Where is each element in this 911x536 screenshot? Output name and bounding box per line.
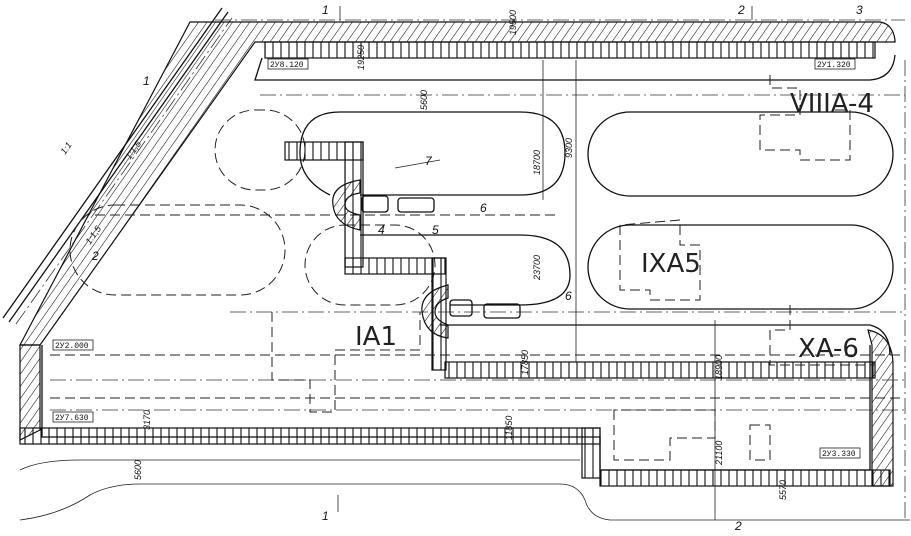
dimension-label: 9300 [564, 138, 574, 158]
section-mark-2: 2 [737, 3, 745, 17]
zone-label-xa6: XA-6 [798, 334, 859, 364]
elevation-mark: 2У1.320 [817, 61, 851, 70]
slope-label: 1:1 [58, 140, 73, 156]
elevation-mark: 2У8.120 [270, 61, 304, 70]
section-mark-1: 1 [322, 3, 329, 17]
callout-1-road: 1 [143, 74, 150, 88]
dimension-label: 5600 [133, 460, 143, 480]
section-mark-1-bottom: 1 [322, 509, 329, 523]
callout-7: 7 [425, 154, 433, 168]
dimension-label: 21100 [714, 441, 724, 466]
elevation-mark: 2У2.000 [55, 342, 89, 351]
dimension-label: 18700 [532, 150, 542, 175]
dimension-label: 5600 [419, 90, 429, 110]
callout-2-left: 2 [91, 249, 99, 263]
dimension-label: 3170 [142, 410, 152, 430]
callout-5: 5 [432, 223, 439, 237]
elevation-mark: 2У3.330 [822, 450, 856, 459]
vehicles [361, 195, 521, 319]
dimension-label: 19250 [356, 45, 366, 70]
zone-label-ia1: IA1 [355, 322, 397, 352]
dimension-label: 5570 [778, 480, 788, 500]
callout-3: 3 [856, 3, 863, 17]
dimension-label: 17850 [520, 350, 530, 375]
dimension-label: 19500 [508, 10, 518, 35]
access-ramps [284, 141, 449, 371]
callout-6: 6 [480, 201, 487, 215]
section-mark-2-bottom: 2 [734, 519, 742, 533]
building-footprints [271, 75, 875, 461]
callout-4: 4 [378, 223, 385, 237]
dimension-label: 11850 [504, 416, 514, 440]
dimension-label: 18900 [714, 355, 724, 380]
road-axes [50, 60, 906, 520]
elevation-marks: 2У8.120 2У1.320 2У2.000 2У7.630 2У3.330 [52, 58, 861, 459]
platform-outlines [19, 324, 910, 521]
dimension-labels: 5600 19500 19250 23700 18700 9300 17850 … [133, 10, 788, 500]
dimension-label: 23700 [532, 255, 542, 281]
callout-6-right: 6 [565, 289, 572, 303]
zone-label-ixa5: IXA5 [641, 249, 701, 279]
callouts: 1 2 3 4 5 6 7 1 2 6 1 2 [91, 3, 863, 533]
elevation-mark: 2У7.630 [55, 414, 89, 423]
embankment-slopes [19, 21, 896, 487]
zone-label-viiia4: VIIIA-4 [790, 89, 874, 119]
